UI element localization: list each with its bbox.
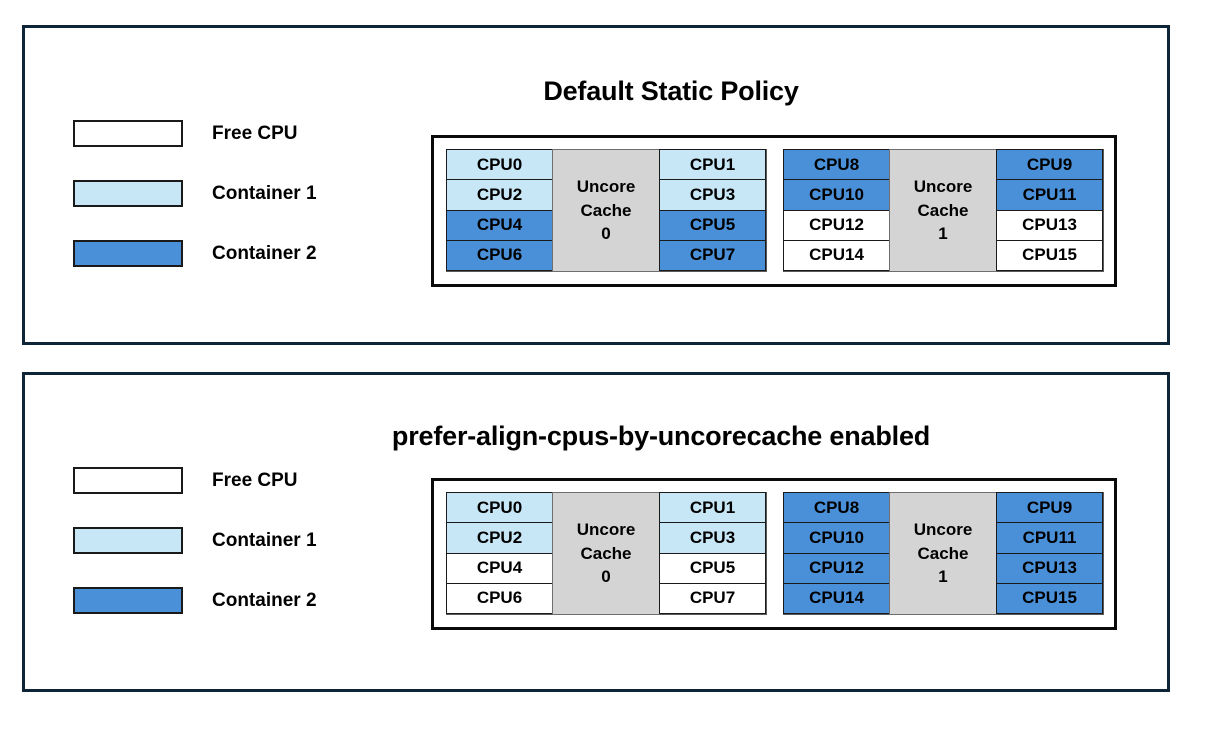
page-title: prefer-align-cpus-by-uncorecache enabled (391, 421, 931, 451)
cpu-cell: CPU5 (659, 209, 766, 241)
cpu-column-right: CPU9 CPU11 CPU13 CPU15 (996, 492, 1103, 614)
legend-label-free-cpu: Free CPU (212, 469, 298, 491)
cpu-cell: CPU8 (783, 149, 890, 181)
cpu-column-right: CPU1 CPU3 CPU5 CPU7 (659, 492, 766, 614)
cpu-cell: CPU5 (659, 552, 766, 584)
cpu-cell: CPU15 (996, 582, 1103, 614)
legend-prefer-align: Free CPU Container 1 Container 2 (73, 467, 317, 647)
cpu-cell: CPU1 (659, 492, 766, 524)
legend-label-container-1: Container 1 (212, 529, 317, 551)
cpu-cell: CPU6 (446, 239, 553, 271)
cpu-cell: CPU12 (783, 552, 890, 584)
cpu-column-left: CPU0 CPU2 CPU4 CPU6 (446, 149, 553, 271)
cpu-cell: CPU10 (783, 522, 890, 554)
cpu-cell: CPU1 (659, 149, 766, 181)
legend-swatch-free-cpu (73, 467, 183, 494)
panel-prefer-align-cpus-by-uncorecache: prefer-align-cpus-by-uncorecache enabled… (22, 372, 1170, 692)
legend-default-static-policy: Free CPU Container 1 Container 2 (73, 120, 317, 300)
cpu-cell: CPU7 (659, 239, 766, 271)
cpu-cell: CPU6 (446, 582, 553, 614)
cpu-column-right: CPU1 CPU3 CPU5 CPU7 (659, 149, 766, 271)
cpu-cell: CPU3 (659, 522, 766, 554)
legend-swatch-container-1 (73, 527, 183, 554)
legend-item-container-2: Container 2 (73, 240, 317, 267)
cpu-cell: CPU8 (783, 492, 890, 524)
cpu-cell: CPU0 (446, 492, 553, 524)
cpu-cell: CPU2 (446, 179, 553, 211)
legend-label-container-2: Container 2 (212, 242, 317, 264)
legend-item-container-1: Container 1 (73, 527, 317, 554)
cpu-cell: CPU3 (659, 179, 766, 211)
legend-swatch-container-1 (73, 180, 183, 207)
legend-item-container-1: Container 1 (73, 180, 317, 207)
legend-item-free-cpu: Free CPU (73, 467, 317, 494)
cpu-cell: CPU13 (996, 552, 1103, 584)
cpu-cell: CPU14 (783, 239, 890, 271)
cpu-cell: CPU13 (996, 209, 1103, 241)
legend-item-free-cpu: Free CPU (73, 120, 317, 147)
cpu-cell: CPU0 (446, 149, 553, 181)
cpu-cell: CPU11 (996, 522, 1103, 554)
panel-default-static-policy: Default Static Policy Free CPU Container… (22, 25, 1170, 345)
legend-swatch-container-2 (73, 240, 183, 267)
cpu-cell: CPU10 (783, 179, 890, 211)
cpu-column-right: CPU9 CPU11 CPU13 CPU15 (996, 149, 1103, 271)
cpu-cell: CPU7 (659, 582, 766, 614)
legend-label-free-cpu: Free CPU (212, 122, 298, 144)
cpu-cell: CPU4 (446, 552, 553, 584)
legend-swatch-free-cpu (73, 120, 183, 147)
page-title: Default Static Policy (543, 76, 799, 106)
cpu-cell: CPU4 (446, 209, 553, 241)
cpu-cell: CPU2 (446, 522, 553, 554)
cpu-cell: CPU9 (996, 492, 1103, 524)
legend-item-container-2: Container 2 (73, 587, 317, 614)
legend-swatch-container-2 (73, 587, 183, 614)
cpu-cell: CPU9 (996, 149, 1103, 181)
cpu-column-left: CPU0 CPU2 CPU4 CPU6 (446, 492, 553, 614)
cpu-column-left: CPU8 CPU10 CPU12 CPU14 (783, 492, 890, 614)
cpu-cell: CPU14 (783, 582, 890, 614)
cpu-cell: CPU12 (783, 209, 890, 241)
cpu-column-left: CPU8 CPU10 CPU12 CPU14 (783, 149, 890, 271)
cpu-cell: CPU15 (996, 239, 1103, 271)
legend-label-container-2: Container 2 (212, 589, 317, 611)
legend-label-container-1: Container 1 (212, 182, 317, 204)
cpu-cell: CPU11 (996, 179, 1103, 211)
